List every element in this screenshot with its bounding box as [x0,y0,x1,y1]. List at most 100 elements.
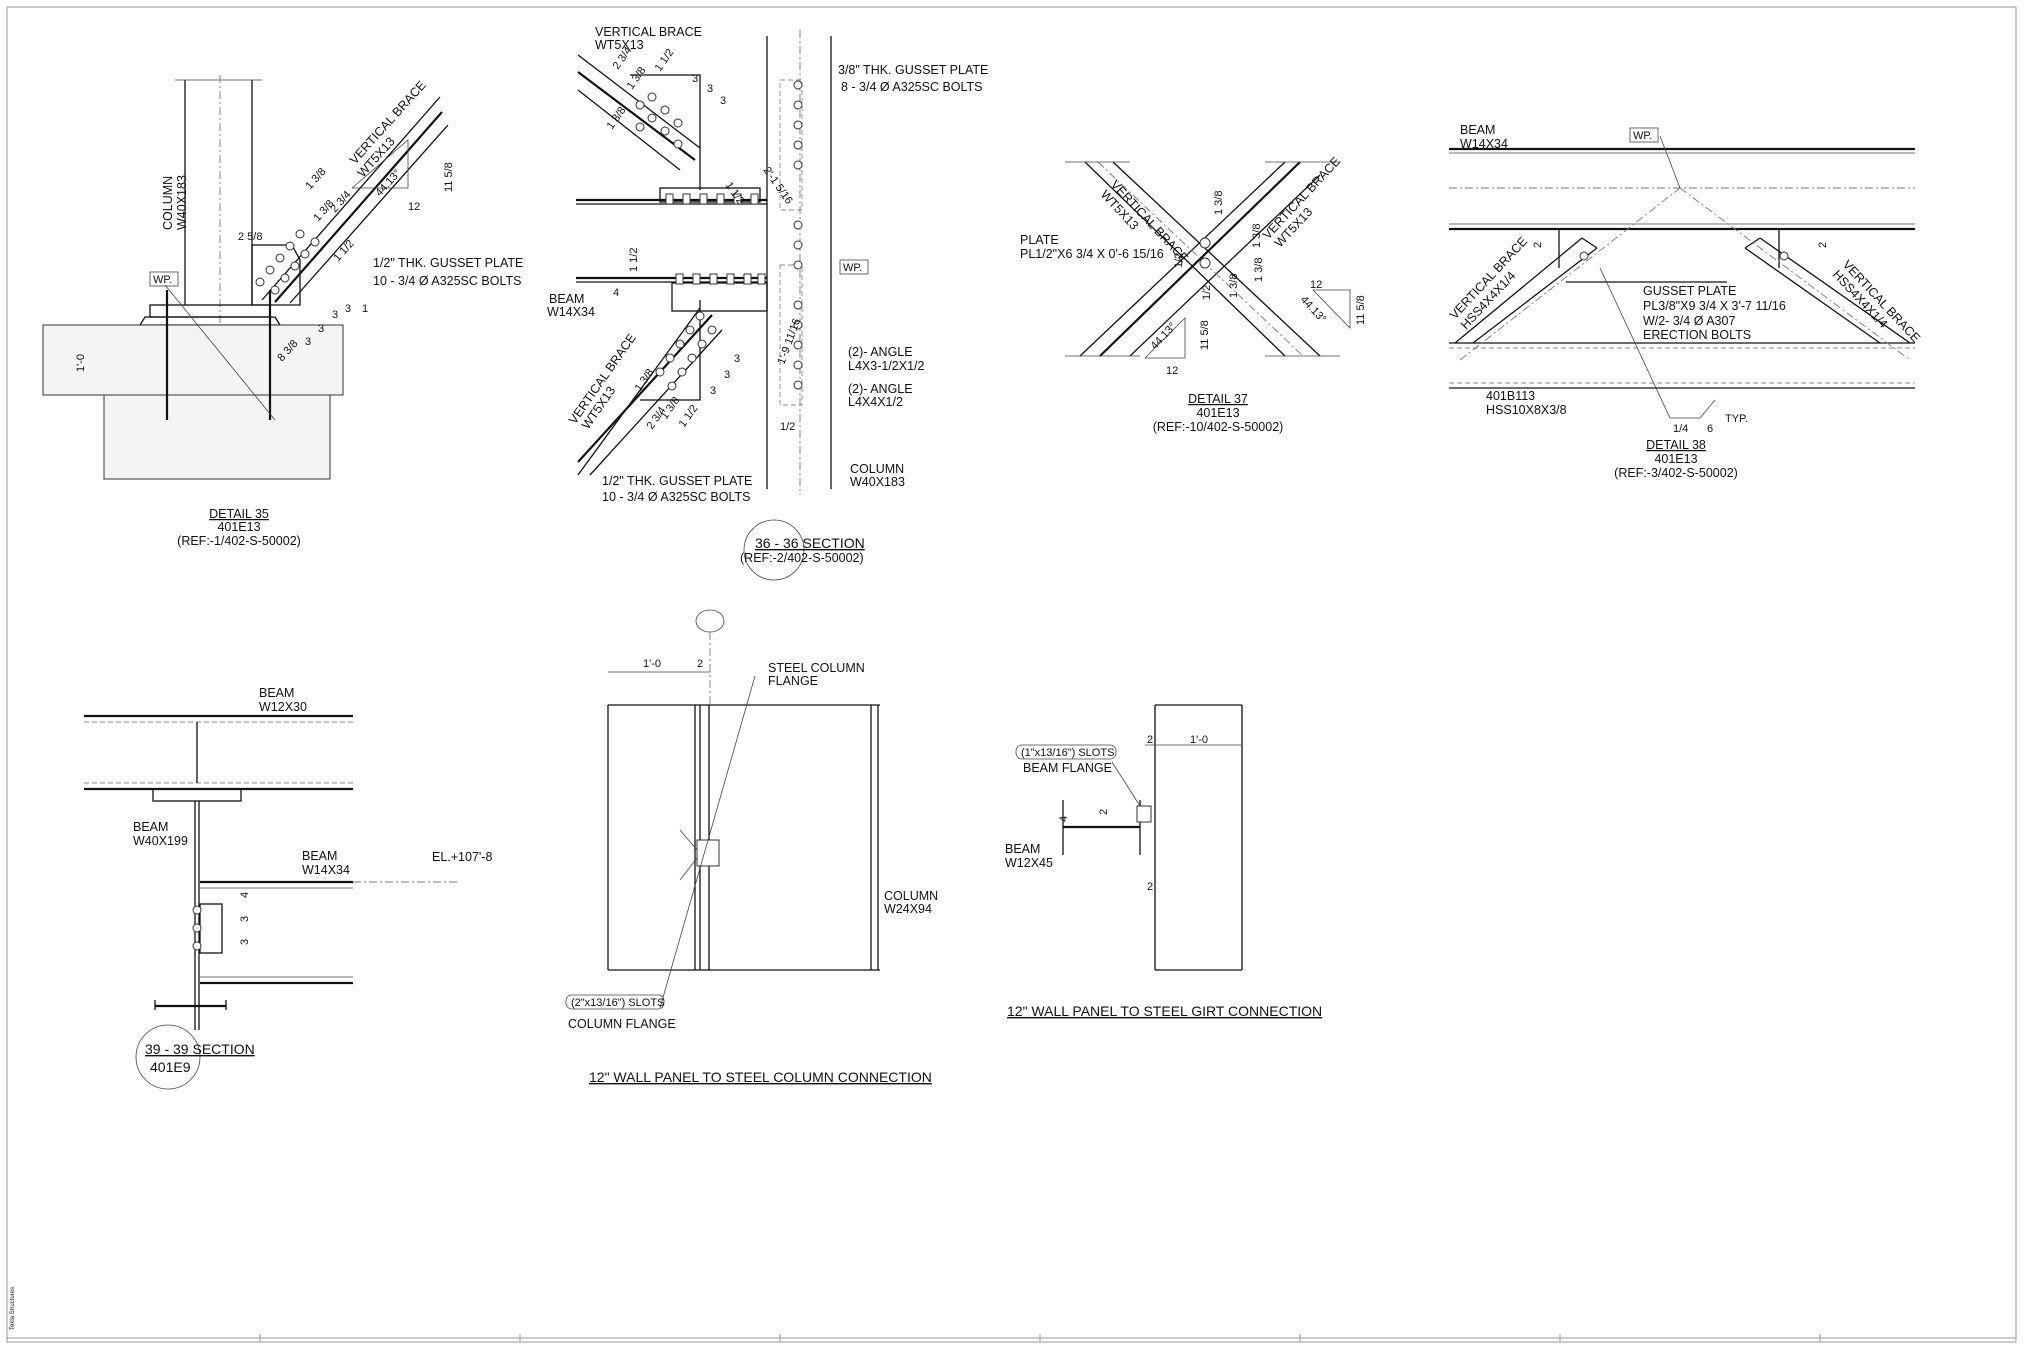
slots-tag [565,994,665,1010]
dimension: 1 1/2 [653,47,677,74]
angle-size: L4X4X1/2 [848,395,903,409]
weld-length: 6 [1707,423,1713,435]
bolt [1199,257,1211,269]
slab-thickness: 1'-0 [75,354,87,372]
section-39: BEAM W12X30 BEAM W40X199 BEAM W14X34 EL.… [84,686,492,1090]
brace-label: VERTICAL BRACE [1840,257,1923,345]
section-36-bolts [635,80,803,391]
dimension: 3 [239,939,251,945]
slope-angle: 44.13° [1298,294,1329,326]
dimension: 3 [707,83,713,95]
weld-size: 1/4 [1673,423,1688,435]
slope-rise: 11 5/8 [443,162,455,192]
sheet-reference: 401E13 [1654,452,1697,466]
bolts-label: 10 - 3/4 Ø A325SC BOLTS [602,490,750,504]
section-36: VERTICAL BRACE WT5X13 3/8" THK. GUSSET P… [547,25,988,581]
bolts-label: 10 - 3/4 Ø A325SC BOLTS [373,274,521,288]
dimension: 2 [1817,242,1829,248]
dimension: 3 [318,323,324,335]
hss-size: HSS10X8X3/8 [1486,403,1567,417]
dimension: 1 3/8 [303,166,328,192]
software-label: Tekla Structures [10,1287,16,1330]
dimension: 1/2 [1173,253,1185,268]
weld-typical: TYP. [1725,413,1748,425]
flange-label: STEEL COLUMN [768,661,865,675]
wall-panel-girt-geometry [1062,704,1243,971]
drawing-reference: (REF:-3/402-S-50002) [1614,466,1738,480]
beam-label: BEAM [1005,842,1040,856]
slope-angle: 44.13° [1148,321,1179,353]
dimension: 1 3/8 [605,105,629,132]
dimension: 3 [692,73,698,85]
elevation-label: EL.+107'-8 [432,850,492,864]
column-size: W24X94 [884,902,932,916]
detail-35: COLUMN W40X183 VERTICAL BRACE WT5X13 44.… [42,75,523,548]
brace-label: VERTICAL BRACE [595,25,702,39]
dimension: 1 3/8 [625,65,649,92]
dimension: 1 1/2 [331,238,356,264]
slots-label: (2"x13/16") SLOTS [571,997,664,1009]
detail-title: 12" WALL PANEL TO STEEL COLUMN CONNECTIO… [589,1069,932,1085]
beam-size: W14X34 [302,863,350,877]
detail-35-geometry [42,75,449,480]
beam-label: BEAM [1460,123,1495,137]
dimension: 3 [724,369,730,381]
bolts-label: 8 - 3/4 Ø A325SC BOLTS [841,80,983,94]
bolt [1779,251,1789,261]
column-size: W40X183 [850,475,905,489]
wall-panel-column-geometry [607,609,880,1009]
angle-label: (2)- ANGLE [848,382,913,396]
wp-box [1629,127,1659,143]
dimension: 1/2 [780,421,795,433]
detail-title: DETAIL 35 [209,507,269,521]
dimension: 1/2 [1201,285,1213,300]
angle-label: (2)- ANGLE [848,345,913,359]
dimension: 4 [1058,816,1070,822]
drawing-reference: (REF:-10/402-S-50002) [1153,420,1284,434]
beam-size: W14X34 [1460,137,1508,151]
dimension: 2 [1098,809,1110,815]
detail-37: VERTICAL BRACE WT5X13 VERTICAL BRACE WT5… [1020,154,1367,434]
sheet-reference: 401E13 [217,520,260,534]
dimension: 1'-0 [1190,734,1208,746]
slots-location: BEAM FLANGE [1023,761,1112,775]
beam-label: BEAM [133,820,168,834]
column-label: COLUMN [884,889,938,903]
plate-size: PL1/2"X6 3/4 X 0'-6 15/16 [1020,247,1164,261]
section-39-geometry [84,714,460,1090]
column-label: COLUMN [850,462,904,476]
dimension: 1 3/8 [1228,274,1240,298]
dimension: 1 [362,303,368,315]
bolts-label: ERECTION BOLTS [1643,328,1751,342]
gusset-plate-label: GUSSET PLATE [1643,284,1736,298]
detail-title: DETAIL 38 [1646,438,1706,452]
dimension: 4 [239,892,251,898]
dimension: 3 [305,336,311,348]
column-size: W40X183 [175,175,189,230]
bolt [1579,251,1589,261]
sheet-reference: 401E13 [1196,406,1239,420]
dimension: 1 3/8 [1253,258,1265,282]
dimension: 2 [697,658,703,670]
slope-rise: 11 5/8 [1355,295,1367,325]
drawing-reference: (REF:-1/402-S-50002) [177,534,301,548]
dimension: 2 [1532,242,1544,248]
work-point-label: WP. [153,274,172,286]
flange-label: FLANGE [768,674,818,688]
sheet-reference: 401E9 [150,1059,191,1075]
dimension: 4 [613,287,619,299]
detail-38-geometry [1449,135,1915,419]
gusset-plate-label: 1/2" THK. GUSSET PLATE [373,256,523,270]
detail-37-geometry [1065,161,1351,359]
sheet-border [6,6,2017,1343]
slope-rise: 11 5/8 [1199,320,1211,350]
detail-title: DETAIL 37 [1188,392,1248,406]
beam-size: W12X30 [259,700,307,714]
slots-label: (1"x13/16") SLOTS [1021,747,1114,759]
dimension: 3 [239,916,251,922]
dimension: 2 [1147,734,1153,746]
brace-size: WT5X13 [595,38,644,52]
dimension: 3 [345,303,351,315]
slope-run: 12 [1166,365,1178,377]
